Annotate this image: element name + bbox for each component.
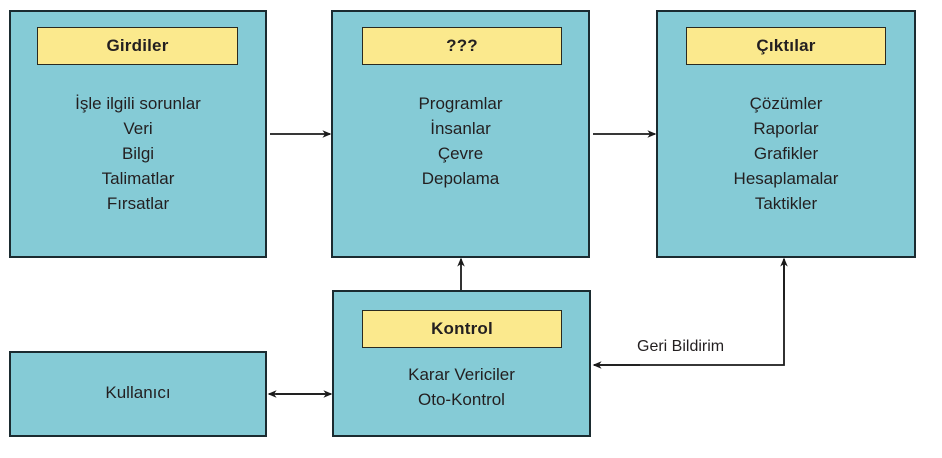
box-control-header-label: Kontrol: [431, 319, 493, 338]
box-process-header: ???: [362, 27, 562, 65]
list-item: İşle ilgili sorunlar: [75, 94, 201, 113]
box-user: [9, 351, 267, 437]
list-item: Bilgi: [121, 144, 155, 163]
list-item: İnsanlar: [430, 119, 491, 138]
list-item: Depolama: [421, 169, 500, 188]
box-outputs-items: Çözümler Raporlar Grafikler Hesaplamalar…: [656, 91, 916, 216]
box-user-label-wrap: Kullanıcı: [9, 383, 267, 403]
box-process-items: Programlar İnsanlar Çevre Depolama: [331, 91, 590, 191]
box-user-label: Kullanıcı: [105, 383, 171, 402]
list-item: Grafikler: [753, 144, 819, 163]
feedback-arrow-label: Geri Bildirim: [637, 338, 725, 355]
list-item: Hesaplamalar: [733, 169, 839, 188]
list-item: Fırsatlar: [106, 194, 170, 213]
box-inputs-header-label: Girdiler: [106, 36, 169, 55]
box-inputs-items: İşle ilgili sorunlar Veri Bilgi Talimatl…: [9, 91, 267, 216]
list-item: Talimatlar: [101, 169, 175, 188]
box-outputs-header-label: Çıktılar: [756, 36, 816, 55]
list-item: Veri: [123, 119, 153, 138]
box-outputs-header: Çıktılar: [686, 27, 886, 65]
box-control-header: Kontrol: [362, 310, 562, 348]
list-item: Oto-Kontrol: [418, 390, 505, 409]
list-item: Programlar: [418, 94, 503, 113]
list-item: Karar Vericiler: [408, 365, 515, 384]
list-item: Raporlar: [753, 119, 819, 138]
box-control-items: Karar Vericiler Oto-Kontrol: [332, 362, 591, 412]
list-item: Taktikler: [754, 194, 818, 213]
box-process-header-label: ???: [446, 36, 478, 55]
box-inputs-header: Girdiler: [37, 27, 238, 65]
list-item: Çözümler: [749, 94, 823, 113]
list-item: Çevre: [437, 144, 484, 163]
